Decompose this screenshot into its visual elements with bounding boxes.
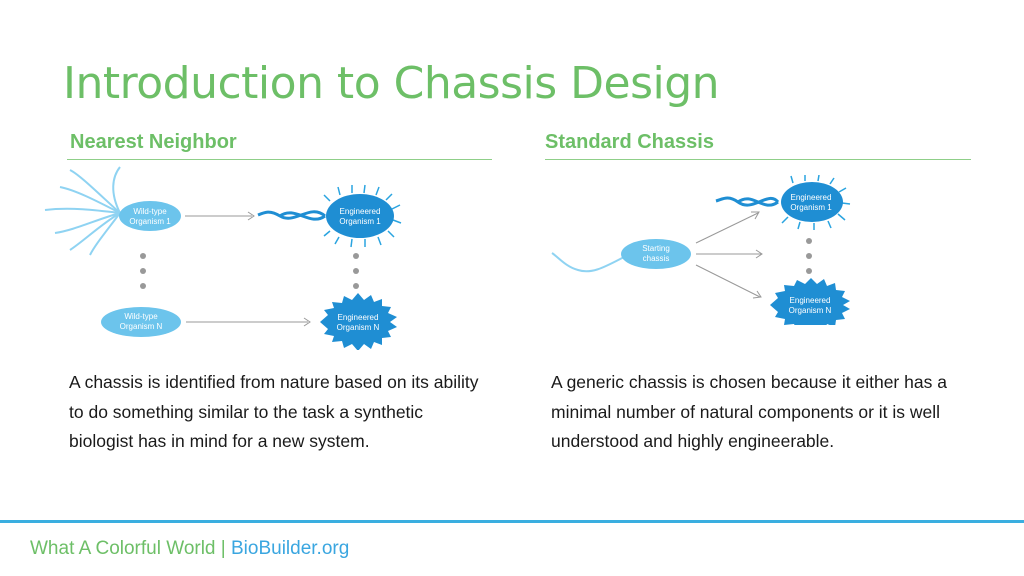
engineered-organism-n	[320, 293, 397, 350]
page-title: Introduction to Chassis Design	[63, 58, 720, 109]
engineered-n-label-line1: Engineered	[338, 313, 379, 322]
arrow-n-head	[303, 317, 311, 327]
arrow-1-head	[247, 211, 255, 221]
std-engineered-1-label-line2: Organism 1	[790, 203, 832, 212]
std-engineered-n-label-line1: Engineered	[790, 296, 831, 305]
wild-type-organism-n	[101, 307, 181, 337]
standard-chassis-heading: Standard Chassis	[545, 131, 714, 153]
wild-type-1-label-line2: Organism 1	[129, 217, 171, 226]
std-engineered-1-flagellum-b	[737, 197, 779, 207]
std-engineered-n-label-line2: Organism N	[789, 306, 832, 315]
starting-chassis-label-line2: chassis	[643, 254, 670, 263]
nearest-neighbor-heading: Nearest Neighbor	[70, 131, 237, 153]
wild-type-n-label-line1: Wild-type	[124, 312, 158, 321]
footer-tagline: What A Colorful World |	[30, 538, 231, 559]
starting-chassis-flagellum	[551, 252, 629, 273]
right-heading-rule	[545, 159, 971, 160]
standard-chassis-description: A generic chassis is chosen because it e…	[551, 372, 947, 451]
std-engineered-organism-1	[781, 182, 843, 222]
std-engineered-1-pili	[781, 175, 851, 230]
std-engineered-organism-n	[770, 278, 850, 325]
engineered-1-flagellum-b	[279, 211, 326, 221]
wild-type-1-flagella	[44, 166, 121, 256]
branch-arrows	[695, 211, 763, 299]
engineered-1-pili	[323, 184, 402, 248]
starting-chassis-label-line1: Starting	[642, 244, 670, 253]
engineered-1-label-line1: Engineered	[340, 207, 381, 216]
footer: What A Colorful World | BioBuilder.org	[30, 538, 349, 560]
footer-site-link[interactable]: BioBuilder.org	[231, 538, 350, 559]
right-ellipsis-dots	[353, 253, 359, 289]
std-engineered-1-label-line1: Engineered	[791, 193, 832, 202]
footer-rule	[0, 520, 1024, 523]
nearest-neighbor-description: A chassis is identified from nature base…	[69, 372, 479, 451]
wild-type-organism-1	[119, 201, 181, 231]
left-ellipsis-dots	[140, 253, 146, 289]
engineered-1-label-line2: Organism 1	[339, 217, 381, 226]
std-ellipsis-dots	[806, 238, 812, 274]
starting-chassis	[621, 239, 691, 269]
wild-type-1-label-line1: Wild-type	[133, 207, 167, 216]
engineered-organism-1	[326, 194, 394, 238]
wild-type-n-label-line2: Organism N	[120, 322, 163, 331]
engineered-n-label-line2: Organism N	[337, 323, 380, 332]
standard-chassis-diagram: Starting chassis Engineered Organism 1 E…	[551, 175, 851, 325]
nearest-neighbor-diagram: Wild-type Organism 1 Engineered Organism…	[44, 166, 402, 350]
left-heading-rule	[67, 159, 492, 160]
